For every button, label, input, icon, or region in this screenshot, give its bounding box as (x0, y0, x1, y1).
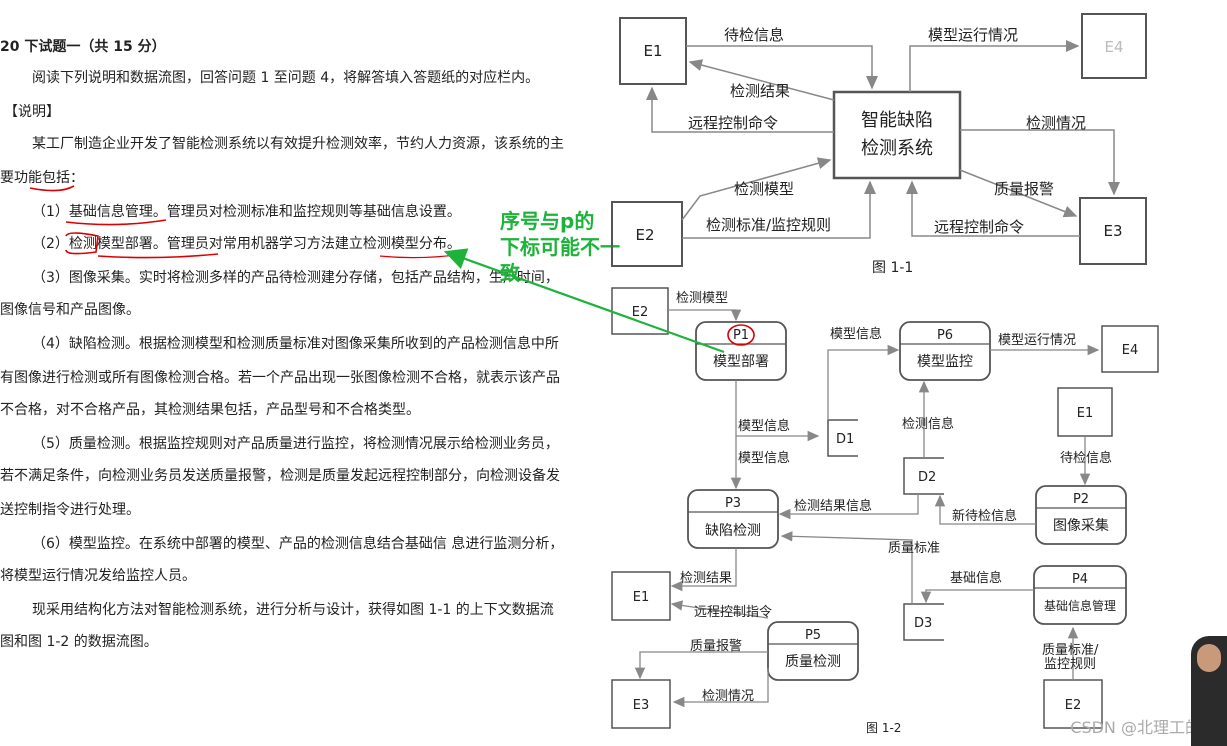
fig2-e4-label: E4 (1122, 343, 1139, 358)
fig1-flow-remote2: 远程控制命令 (934, 218, 1024, 236)
fig2-flow-f16a: 质量标准/ (1042, 643, 1099, 658)
fig2-d3-label: D3 (914, 616, 932, 631)
fig2-flow-f7: 待检信息 (1060, 450, 1112, 466)
fig1-flow-standard: 检测标准/监控规则 (706, 216, 831, 234)
fig2-p6-name: 模型监控 (917, 354, 973, 370)
fig2-flow-f11: 基础信息 (950, 570, 1002, 586)
fig1-caption: 图 1-1 (872, 260, 913, 276)
fig2-p2-id: P2 (1073, 492, 1089, 507)
fig1-system-line1: 智能缺陷 (861, 110, 933, 131)
fig2-flow-f13: 远程控制指令 (694, 605, 772, 620)
fig2-e2a-label: E2 (632, 305, 649, 320)
fig1-system-line2: 检测系统 (861, 138, 933, 159)
fig1-flow-pending: 待检信息 (724, 26, 784, 44)
fig1-flow-run: 模型运行情况 (928, 26, 1018, 44)
fig2-flow-f2: 模型信息 (830, 326, 882, 342)
fig2-p1-id: P1 (733, 328, 749, 343)
fig2-flow-f15: 检测情况 (702, 689, 754, 704)
fig1-flow-remote1: 远程控制命令 (688, 114, 778, 132)
fig1-system-box (834, 92, 960, 178)
fig2-flow-f14: 质量报警 (690, 638, 742, 654)
fig2-flow-f1: 检测模型 (676, 291, 728, 306)
fig2-p4-id: P4 (1072, 572, 1088, 587)
fig2-flow-f12: 检测结果 (680, 571, 732, 586)
figure-1-1: E1 E4 智能缺陷 检测系统 E2 E3 待检信息 检测结果 远程控制命令 检… (612, 14, 1146, 276)
fig2-caption: 图 1-2 (866, 721, 901, 735)
fig2-flow-f10: 质量标准 (888, 541, 940, 556)
fig1-flow-alarm: 质量报警 (994, 180, 1054, 198)
fig2-flow-f3: 模型信息 (738, 418, 790, 434)
fig2-d2-label: D2 (918, 470, 936, 485)
fig2-flow-f5: 模型运行情况 (998, 333, 1076, 348)
fig1-e1-label: E1 (643, 42, 662, 60)
fig2-e3-label: E3 (633, 698, 650, 713)
fig2-e2b-label: E2 (1065, 698, 1082, 713)
fig2-d1-label: D1 (836, 432, 854, 447)
fig2-p3-name: 缺陷检测 (705, 523, 761, 539)
fig1-flow-result: 检测结果 (730, 82, 790, 100)
fig2-p4-name: 基础信息管理 (1044, 598, 1116, 613)
fig2-p5-id: P5 (805, 628, 821, 643)
fig1-e4-label: E4 (1104, 38, 1123, 56)
fig2-flow-f6: 检测信息 (902, 416, 954, 432)
fig2-e1b-label: E1 (1077, 406, 1094, 421)
fig2-flow-f9: 检测结果信息 (794, 498, 872, 514)
figure-1-2: E2 E4 E1 E1 E3 E2 P1 模型部署 P6 模型监控 P2 图像采… (612, 288, 1158, 735)
fig1-flow-status: 检测情况 (1026, 114, 1086, 132)
fig2-p6-id: P6 (937, 328, 953, 343)
fig2-p2-name: 图像采集 (1053, 517, 1109, 534)
fig1-flow-model: 检测模型 (734, 180, 794, 198)
presenter-avatar (1191, 636, 1227, 746)
fig2-flow-f4: 模型信息 (738, 450, 790, 466)
fig2-p3-id: P3 (725, 496, 741, 511)
fig2-e1-label: E1 (633, 590, 650, 605)
fig2-flow-f8: 新待检信息 (952, 508, 1017, 524)
fig1-e2-label: E2 (635, 226, 654, 244)
fig2-p1-name: 模型部署 (713, 354, 769, 370)
fig1-e3-label: E3 (1103, 222, 1122, 240)
fig2-flow-f16b: 监控规则 (1044, 657, 1096, 672)
fig2-p5-name: 质量检测 (785, 654, 841, 670)
